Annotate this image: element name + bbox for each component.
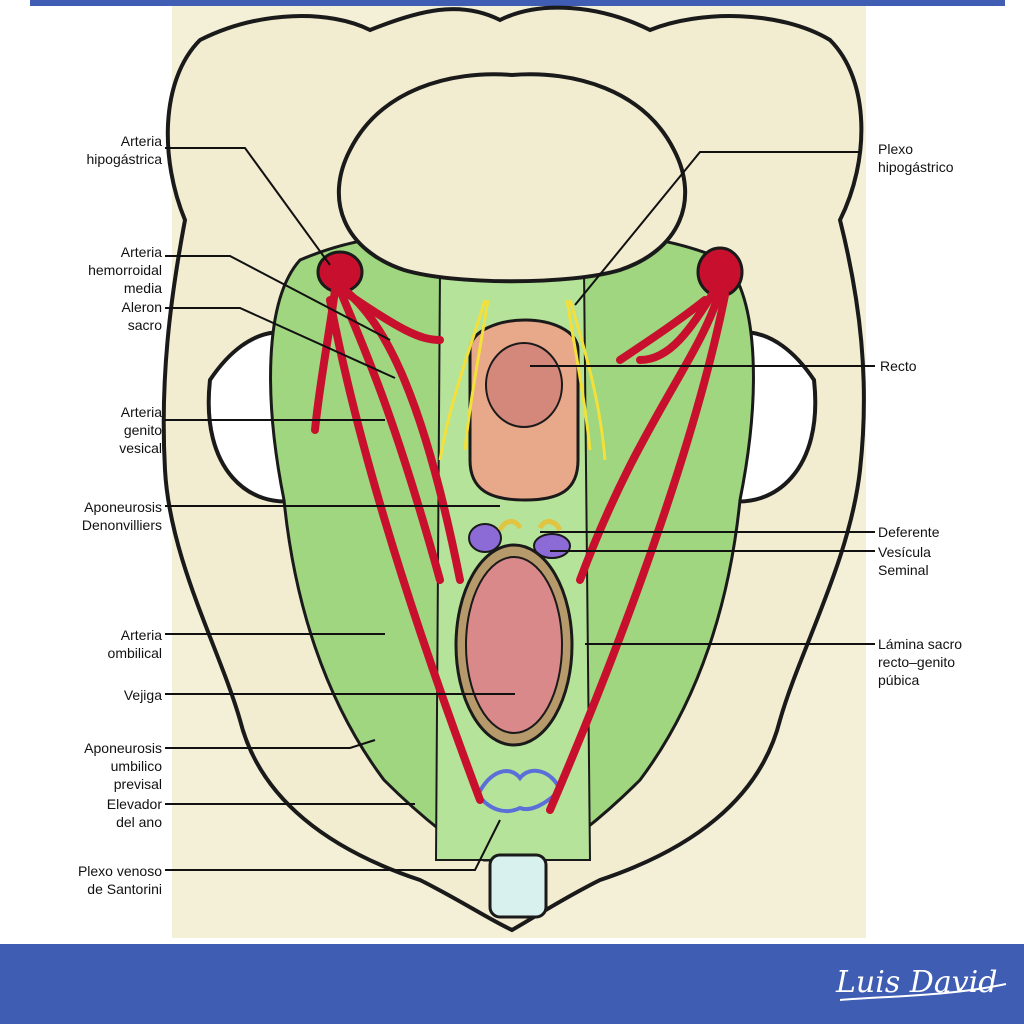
- pelvis-illustration: [161, 5, 875, 938]
- label-arteria-genito-vesical: Arteria genito vesical: [119, 404, 162, 456]
- label-arteria-ombilical: Arteria ombilical: [107, 627, 162, 661]
- signature-text: Luis David: [835, 965, 997, 1000]
- label-elevador-del-ano: Elevador del ano: [106, 796, 162, 830]
- bladder-interior: [465, 556, 563, 734]
- label-deferente: Deferente: [878, 524, 940, 540]
- rectum-lumen: [485, 342, 563, 428]
- label-arteria-hemorroidal-media: Arteria hemorroidal media: [88, 244, 162, 296]
- vas-deferens: [497, 519, 563, 532]
- label-aponeurosis-denonvilliers: Aponeurosis Denonvilliers: [81, 499, 162, 533]
- pubic-symphysis: [488, 853, 548, 919]
- label-lamina-sacro-recto-genito-pubica: Lámina sacro recto–genito púbica: [878, 636, 963, 688]
- label-recto: Recto: [880, 358, 917, 374]
- label-aponeurosis-umbilico-prevesical: Aponeurosis umbilico previsal: [84, 740, 162, 792]
- label-plexo-hipogastrico: Plexo hipogástrico: [878, 141, 954, 175]
- hypogastric-plexus: [438, 299, 607, 461]
- label-aleron-sacro: Aleron sacro: [121, 299, 162, 333]
- top-accent-bar: [30, 0, 1005, 6]
- seminal-vesicle-left: [468, 523, 502, 553]
- leader-lines: [165, 147, 875, 871]
- label-vejiga: Vejiga: [123, 687, 162, 703]
- bottom-brand-bar: [0, 944, 1024, 1024]
- signature: Luis David: [835, 965, 1007, 1001]
- label-vesicula-seminal: Vesícula Seminal: [878, 544, 931, 578]
- label-arteria-hipogastrica: Arteria hipogástrica: [86, 133, 163, 167]
- sacrum: [336, 72, 688, 284]
- label-plexo-venoso-santorini: Plexo venoso de Santorini: [77, 863, 162, 897]
- artery-branches: [311, 286, 729, 814]
